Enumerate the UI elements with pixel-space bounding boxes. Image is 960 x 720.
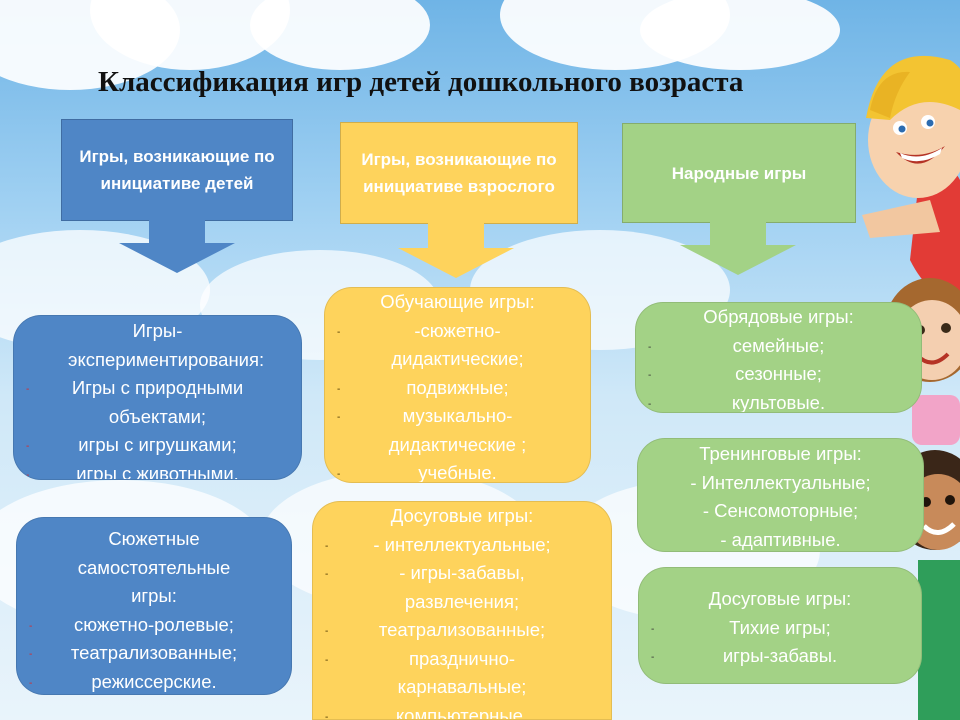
- list-item: театрализованные;: [325, 616, 597, 646]
- list-item: - адаптивные.: [720, 528, 841, 550]
- list-item: музыкально- дидактические ;: [337, 402, 576, 459]
- header-adult-initiative: Игры, возникающие по инициативе взрослог…: [340, 122, 578, 224]
- list-item: компьютерные.: [325, 702, 597, 719]
- list-item: - интеллектуальные;: [325, 531, 597, 560]
- card-educational-games: Обучающие игры: -сюжетно- дидактические;…: [324, 287, 591, 483]
- list-item: празднично- карнавальные;: [325, 645, 597, 702]
- list-item: Игры с природными объектами;: [26, 374, 287, 431]
- header-children-initiative: Игры, возникающие по инициативе детей: [61, 119, 293, 221]
- header-folk-games: Народные игры: [622, 123, 856, 223]
- list-item: -сюжетно- дидактические;: [337, 317, 576, 374]
- list-item: - Интеллектуальные;: [690, 471, 871, 493]
- card-heading: Игры- экспериментирования:: [68, 320, 265, 370]
- list-item: игры с игрушками;: [26, 431, 287, 461]
- list-item: семейные;: [648, 332, 907, 361]
- card-leisure-games-folk: Досуговые игры: Тихие игры; игры-забавы.: [638, 567, 922, 684]
- list-item: культовые.: [648, 389, 907, 412]
- list-item: - Сенсомоторные;: [702, 500, 859, 521]
- card-experimentation-games: Игры- экспериментирования: Игры с природ…: [13, 315, 302, 480]
- list-item: сезонные;: [648, 360, 907, 390]
- card-heading: Тренинговые игры:: [699, 443, 862, 464]
- list-item: игры-забавы.: [651, 642, 907, 672]
- card-leisure-games-adult: Досуговые игры: - интеллектуальные; - иг…: [312, 501, 612, 720]
- card-heading: Обрядовые игры:: [703, 306, 854, 327]
- card-heading: Досуговые игры:: [390, 505, 534, 526]
- list-item: подвижные;: [337, 374, 576, 403]
- page-title: Классификация игр детей дошкольного возр…: [98, 66, 744, 98]
- list-item: игры с животными.: [26, 460, 287, 479]
- arrow-down-yellow: [398, 222, 514, 278]
- boy-figure: [862, 56, 960, 300]
- card-heading: Досуговые игры:: [708, 588, 852, 609]
- card-ritual-games: Обрядовые игры: семейные; сезонные; куль…: [635, 302, 922, 413]
- list-item: Тихие игры;: [651, 614, 907, 643]
- arrow-down-blue: [119, 219, 235, 273]
- list-item: учебные.: [337, 459, 576, 482]
- card-plot-independent-games: Сюжетные самостоятельные игры: сюжетно-р…: [16, 517, 292, 695]
- card-training-games: Тренинговые игры: - Интеллектуальные; - …: [637, 438, 924, 552]
- list-item: театрализованные;: [29, 639, 277, 669]
- list-item: режиссерские.: [29, 668, 277, 694]
- card-heading: Обучающие игры:: [380, 291, 535, 312]
- card-heading: Сюжетные самостоятельные игры:: [77, 528, 231, 606]
- list-item: - игры-забавы, развлечения;: [325, 559, 597, 616]
- arrow-down-green: [680, 221, 796, 275]
- list-item: сюжетно-ролевые;: [29, 611, 277, 640]
